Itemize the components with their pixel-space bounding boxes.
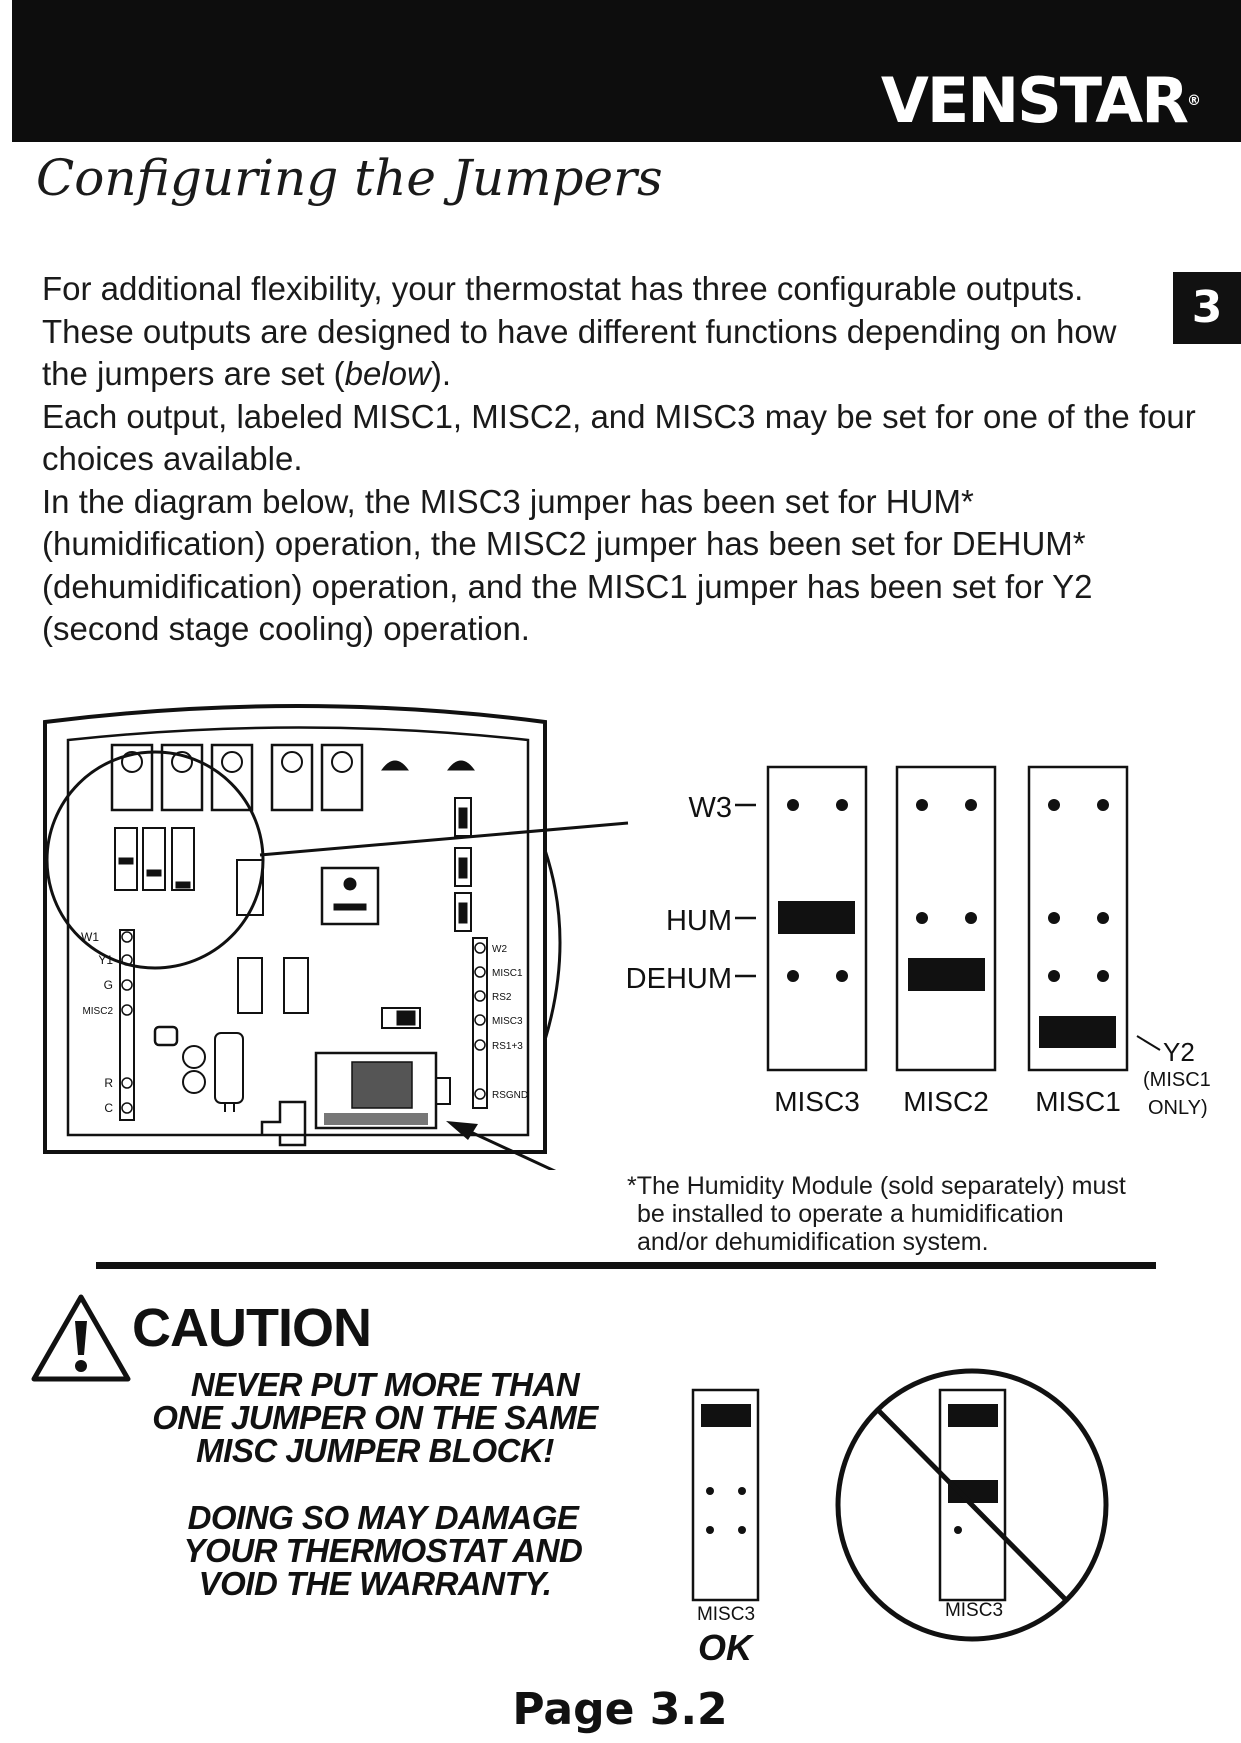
y2-note-line2: ONLY) <box>1148 1097 1208 1119</box>
block-label-misc1: MISC1 <box>1035 1086 1121 1117</box>
terminal-label-y1: Y1 <box>98 953 113 967</box>
page-title: Configuring the Jumpers <box>36 149 663 207</box>
footnote-line-3: and/or dehumidification system. <box>637 1228 989 1256</box>
terminal-label-rs2: RS2 <box>492 992 512 1003</box>
ok-block-label: MISC3 <box>697 1604 755 1625</box>
module-arrow <box>446 1121 557 1170</box>
intro-text: For additional flexibility, your thermos… <box>42 268 1202 651</box>
jumper-block-misc2 <box>895 765 997 1072</box>
bad-block-label: MISC3 <box>945 1600 1003 1621</box>
caution-line-2: ONE JUMPER ON THE SAME <box>152 1399 598 1436</box>
chapter-tab: 3 <box>1173 272 1241 344</box>
section-divider <box>96 1262 1156 1269</box>
header-bar <box>12 0 1241 142</box>
terminal-label-w2: W2 <box>492 944 507 955</box>
y2-label: Y2 <box>1163 1037 1195 1067</box>
prohibited-jumper-example: MISC3 <box>835 1368 1109 1642</box>
intro-paragraph-2: Each output, labeled MISC1, MISC2, and M… <box>42 397 1196 478</box>
jumper-diagram: W1 Y1 G MISC2 R C W2 MISC1 RS2 MISC3 RS1… <box>43 704 1211 1170</box>
caution-line-6: VOID THE WARRANTY. <box>198 1565 552 1602</box>
jumper-block-misc3 <box>766 765 868 1072</box>
y2-note-line1: (MISC1 <box>1143 1069 1211 1091</box>
caution-line-4: DOING SO MAY DAMAGE <box>187 1499 579 1536</box>
row-label-dehum: DEHUM <box>626 963 732 995</box>
humidity-module-footnote: *The Humidity Module (sold separately) m… <box>627 1172 1227 1256</box>
circuit-board <box>43 704 629 1154</box>
jumper-blocks <box>735 765 1161 1072</box>
block-label-misc3: MISC3 <box>774 1086 860 1117</box>
jumper-cap-hum <box>778 901 855 934</box>
terminal-label-g: G <box>104 978 113 992</box>
footnote-line-2: be installed to operate a humidification <box>637 1200 1064 1228</box>
caution-title: CAUTION <box>132 1298 372 1358</box>
terminal-label-c: C <box>104 1101 113 1115</box>
intro-paragraph-3: In the diagram below, the MISC3 jumper h… <box>42 482 1093 648</box>
ok-jumper-example: MISC3 <box>691 1388 760 1625</box>
terminal-label-misc1: MISC1 <box>492 968 523 979</box>
ok-label: OK <box>698 1627 752 1668</box>
footnote-line-1: *The Humidity Module (sold separately) m… <box>627 1172 1126 1200</box>
terminal-label-rsgnd: RSGND <box>492 1090 528 1101</box>
row-label-hum: HUM <box>666 905 732 937</box>
terminal-label-misc2: MISC2 <box>82 1006 113 1017</box>
terminal-label-misc3: MISC3 <box>492 1016 523 1027</box>
block-label-misc2: MISC2 <box>903 1086 989 1117</box>
caution-line-5: YOUR THERMOSTAT AND <box>183 1532 583 1569</box>
warning-icon <box>31 1294 131 1382</box>
page-number: Page 3.2 <box>512 1684 728 1735</box>
jumper-cap-dehum <box>908 958 985 991</box>
prohibited-icon <box>835 1368 1109 1642</box>
jumper-block-misc1 <box>1027 765 1129 1072</box>
brand-logo: VENSTAR® <box>880 64 1201 137</box>
jumper-cap-y2 <box>1039 1016 1116 1048</box>
terminal-label-rs13: RS1+3 <box>492 1041 523 1052</box>
terminal-label-w1: W1 <box>81 930 99 944</box>
row-label-w3: W3 <box>689 792 733 824</box>
caution-line-1: NEVER PUT MORE THAN <box>190 1366 580 1403</box>
caution-line-3: MISC JUMPER BLOCK! <box>196 1432 554 1469</box>
terminal-label-r: R <box>104 1076 113 1090</box>
board-terminal-labels: W1 Y1 G MISC2 R C W2 MISC1 RS2 MISC3 RS1… <box>81 930 528 1115</box>
intro-paragraph-1: For additional flexibility, your thermos… <box>42 270 1117 392</box>
